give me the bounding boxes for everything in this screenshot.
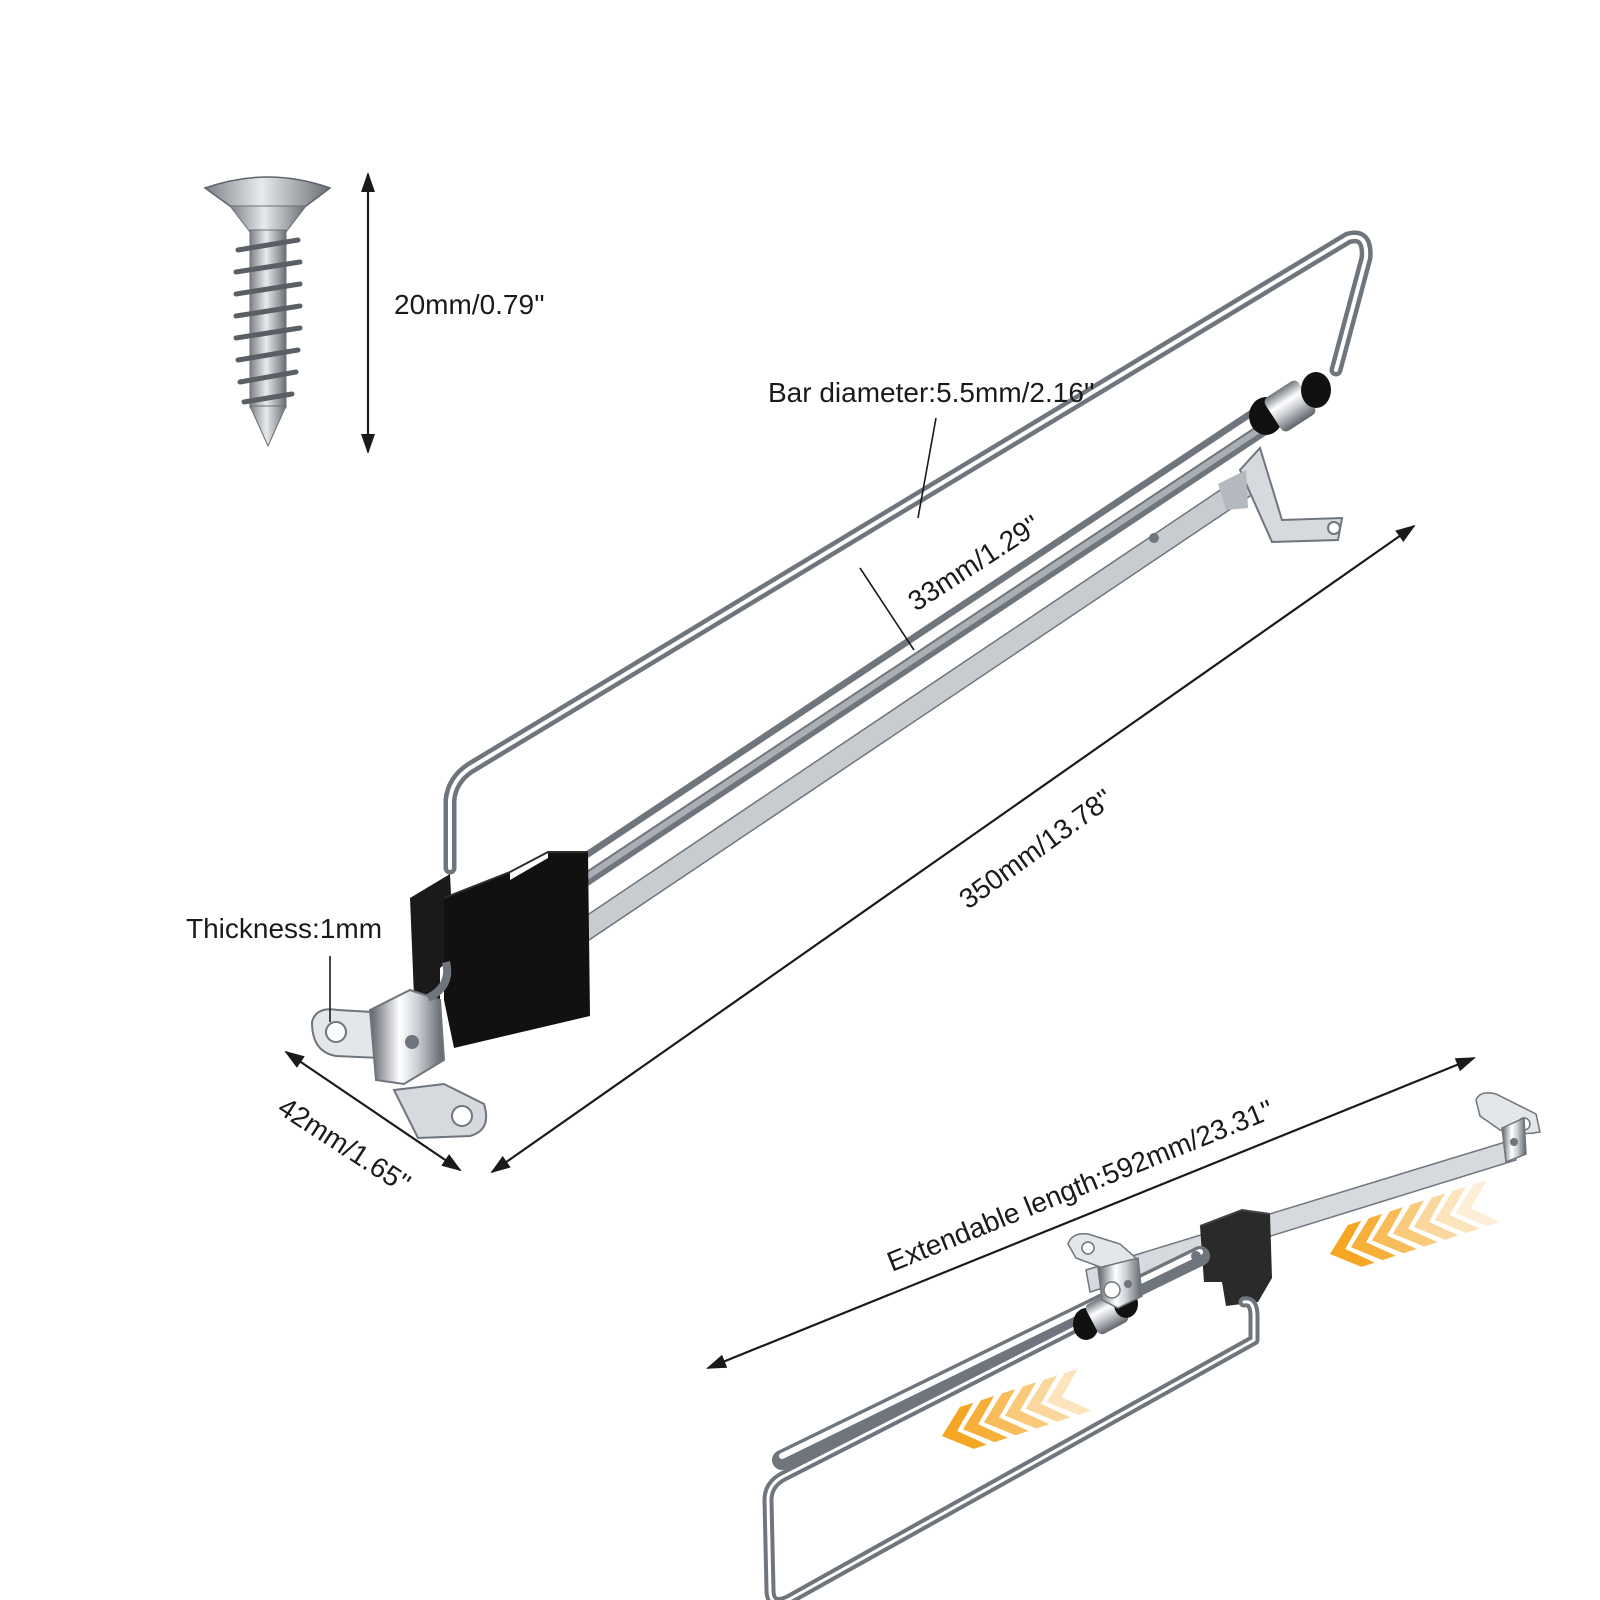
chevron-arrows-icon (942, 1368, 1092, 1449)
bar-diameter-label: Bar diameter:5.5mm/2.16'' (768, 377, 1095, 408)
thickness-annotation: Thickness:1mm (186, 913, 382, 1022)
screw-length-dimension: 20mm/0.79'' (361, 172, 545, 454)
screw-icon (203, 176, 332, 448)
rail-end-cap (1218, 372, 1344, 544)
bracket-width-label: 42mm/1.65'' (273, 1091, 416, 1199)
screw-length-label: 20mm/0.79'' (394, 289, 545, 320)
bar-diameter-annotation: Bar diameter:5.5mm/2.16'' (768, 377, 1095, 519)
rail-length-label: 350mm/13.78'' (953, 783, 1118, 915)
thickness-label: Thickness:1mm (186, 913, 382, 944)
pull-out-rail (310, 230, 1373, 1140)
